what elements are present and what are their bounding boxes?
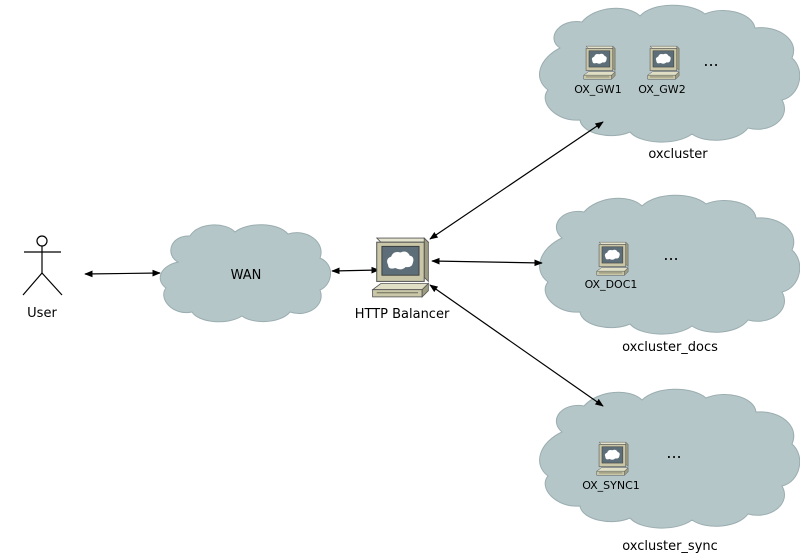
- link-balancer-sync: [429, 284, 604, 407]
- cluster-name-label: oxcluster_sync: [622, 539, 718, 553]
- oxcluster-node-gw2-icon: [647, 45, 680, 80]
- node-label: OX_SYNC1: [582, 479, 640, 492]
- cluster-name-label: oxcluster_docs: [622, 340, 718, 355]
- oxcluster-docs-node-doc1-icon: [596, 241, 629, 276]
- link-balancer-docs: [431, 257, 543, 267]
- balancer-label: HTTP Balancer: [355, 307, 450, 322]
- link-wan-balancer: [331, 266, 380, 275]
- cluster-name-label: oxcluster: [648, 147, 708, 162]
- oxcluster-node-gw1-icon: [583, 45, 616, 80]
- cloud-oxcluster-docs: [539, 194, 800, 335]
- user-label: User: [27, 306, 57, 321]
- cloud-oxcluster-sync: [539, 388, 800, 529]
- node-label: OX_DOC1: [585, 278, 638, 291]
- wan-cloud: [159, 224, 331, 323]
- oxcluster-sync-node-sync1-icon: [596, 441, 629, 476]
- link-user-wan: [84, 269, 161, 278]
- wan-label: WAN: [231, 268, 262, 283]
- node-label: OX_GW2: [638, 83, 685, 96]
- more-nodes-ellipsis: ...: [663, 245, 678, 264]
- http-balancer-computer-icon: [372, 237, 429, 298]
- link-balancer-oxcluster: [429, 121, 604, 240]
- user-actor-icon: [22, 235, 63, 296]
- more-nodes-ellipsis: ...: [666, 443, 681, 462]
- node-label: OX_GW1: [574, 83, 621, 96]
- more-nodes-ellipsis: ...: [703, 51, 718, 70]
